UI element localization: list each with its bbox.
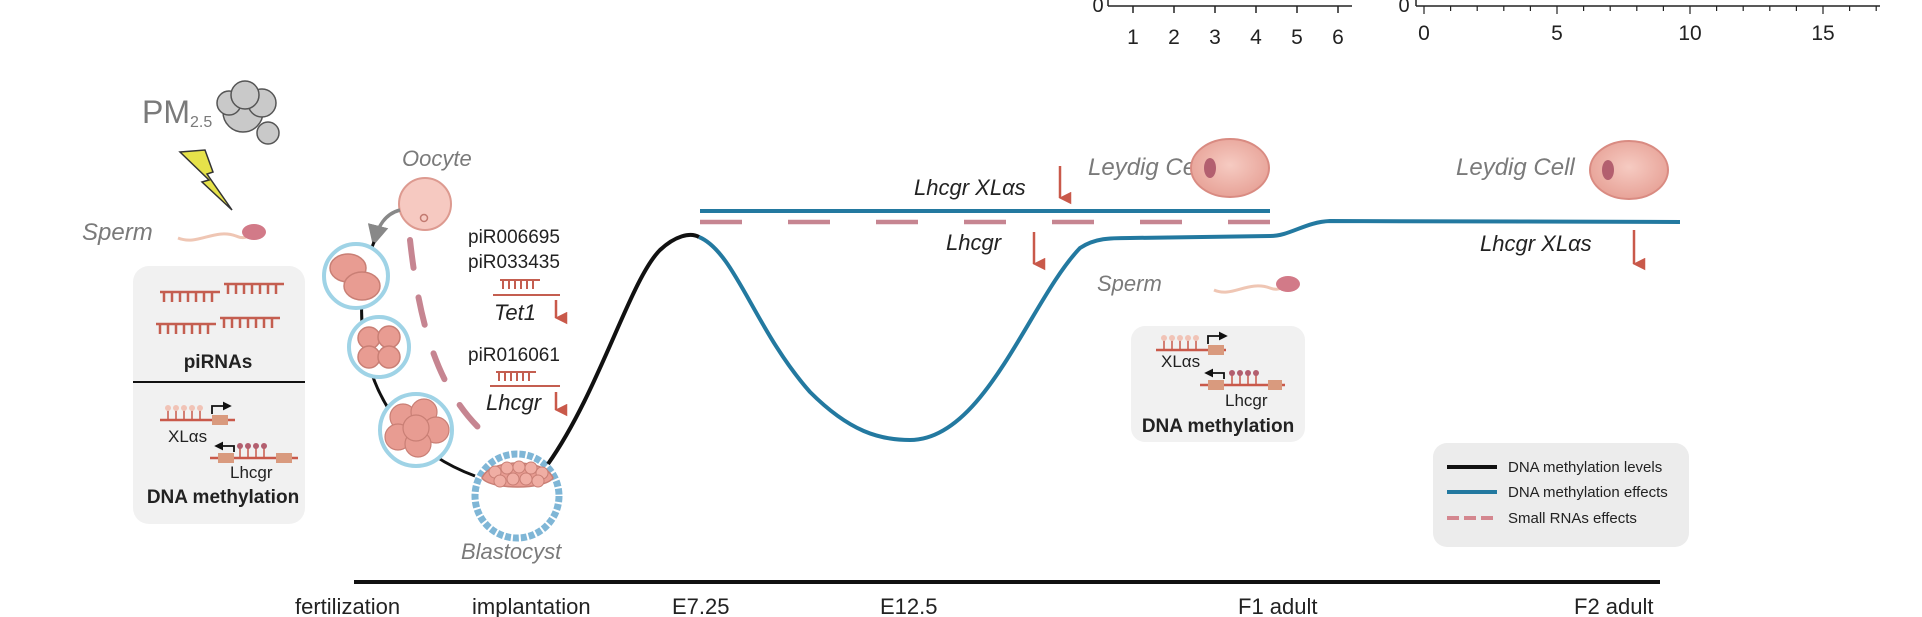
- axis-tick-label: 0: [1092, 0, 1103, 17]
- lower-gene-label: Lhcgr: [946, 230, 1003, 255]
- sperm-label-middle: Sperm: [1097, 271, 1162, 296]
- dna-methylation-label: DNA methylation: [147, 487, 299, 508]
- timeline-stage: E12.5: [880, 594, 938, 617]
- oocyte-icon: [398, 177, 452, 231]
- axis-tick-label: 5: [1551, 22, 1563, 45]
- four-cell-embryo-icon: [347, 315, 411, 379]
- morula-icon: [378, 392, 454, 468]
- pollution-cloud-icon: [216, 80, 280, 145]
- axis-tick-label: 3: [1209, 26, 1221, 49]
- axis-tick-label: 2: [1168, 26, 1180, 49]
- dna-box-title: DNA methylation: [1142, 416, 1294, 437]
- dna-methylation-levels-curve: [546, 232, 700, 466]
- axis-tick-label: 10: [1678, 22, 1701, 45]
- axis-tick-label: 4: [1250, 26, 1262, 49]
- axis-tick-label: 15: [1811, 22, 1834, 45]
- oocyte-label: Oocyte: [402, 146, 472, 171]
- timeline-stage: implantation: [472, 594, 591, 617]
- top-gene-label: Lhcgr XLαs: [914, 175, 1026, 200]
- leydig-cell-label-right: Leydig Cell: [1456, 154, 1575, 181]
- legend-item-label: Small RNAs effects: [1508, 510, 1637, 527]
- middle-annotations: Lhcgr XLαs Lhcgr Leydig Cell Sperm: [914, 138, 1300, 296]
- axis-tick-label: 5: [1291, 26, 1303, 49]
- sperm-icon-middle: [1213, 276, 1300, 294]
- gene-xlas-label: XLαs: [168, 427, 207, 446]
- timeline-stage: fertilization: [295, 594, 400, 617]
- embryo-section: Oocyte: [322, 146, 563, 564]
- legend-item-label: DNA methylation levels: [1508, 459, 1662, 476]
- gene-methylation-diagram: XLαs Lhcgr: [160, 401, 298, 482]
- leydig-cell-icon-right: [1589, 140, 1669, 200]
- pirna-annotations: piR006695 piR033435 Tet1 piR016061 Lhcgr: [468, 227, 568, 417]
- pm25-section: PM2.5 Sperm: [82, 80, 280, 246]
- blastocyst-icon: [471, 450, 563, 542]
- leydig-cell-label: Leydig Cell: [1088, 154, 1207, 181]
- pirna-dna-box: piRNAs XLαs Lhcgr DNA methylation: [133, 266, 305, 524]
- top-left-axis: 0 1 2 3 4 5 6: [1092, 0, 1352, 49]
- axis-tick-label: 1: [1127, 26, 1139, 49]
- top-right-axis: 0 0 5 10 15: [1398, 0, 1880, 45]
- tet1-gene-label: Tet1: [494, 300, 536, 325]
- right-gene-label: Lhcgr XLαs: [1480, 231, 1592, 256]
- right-annotations: Leydig Cell Lhcgr XLαs: [1456, 140, 1669, 271]
- dna-box-xlas-label: XLαs: [1161, 352, 1200, 371]
- pm25-label: PM2.5: [142, 94, 212, 131]
- fertilization-arrow: [367, 208, 401, 247]
- sperm-icon: [177, 224, 266, 242]
- pirnas-label: piRNAs: [184, 352, 253, 373]
- lightning-icon: [178, 149, 233, 211]
- legend: DNA methylation levels DNA methylation e…: [1433, 443, 1689, 547]
- timeline: fertilization implantation E7.25 E12.5 F…: [295, 580, 1660, 617]
- pirna-icon: [156, 282, 284, 334]
- dna-methylation-effects-curve: [698, 218, 1681, 443]
- timeline-stage: E7.25: [672, 594, 730, 617]
- axis-tick-label: 0: [1398, 0, 1409, 17]
- lhcgr-gene-label: Lhcgr: [486, 390, 543, 415]
- leydig-cell-icon: [1190, 138, 1270, 198]
- timeline-stage: F2 adult: [1574, 594, 1654, 617]
- middle-dna-box: XLαs Lhcgr DNA methylation: [1131, 326, 1305, 442]
- axis-tick-label: 6: [1332, 26, 1344, 49]
- pirna-id: piR006695: [468, 227, 560, 248]
- pirna-id: piR033435: [468, 252, 560, 273]
- timeline-stage: F1 adult: [1238, 594, 1318, 617]
- sperm-label: Sperm: [82, 219, 153, 246]
- blastocyst-label: Blastocyst: [461, 539, 562, 564]
- small-rna-arc: [407, 237, 498, 445]
- legend-item-label: DNA methylation effects: [1508, 484, 1668, 501]
- axis-tick-label: 0: [1418, 22, 1430, 45]
- gene-lhcgr-label: Lhcgr: [230, 463, 273, 482]
- dna-box-lhcgr-label: Lhcgr: [1225, 391, 1268, 410]
- two-cell-embryo-icon: [322, 242, 390, 310]
- pirna-id: piR016061: [468, 345, 560, 366]
